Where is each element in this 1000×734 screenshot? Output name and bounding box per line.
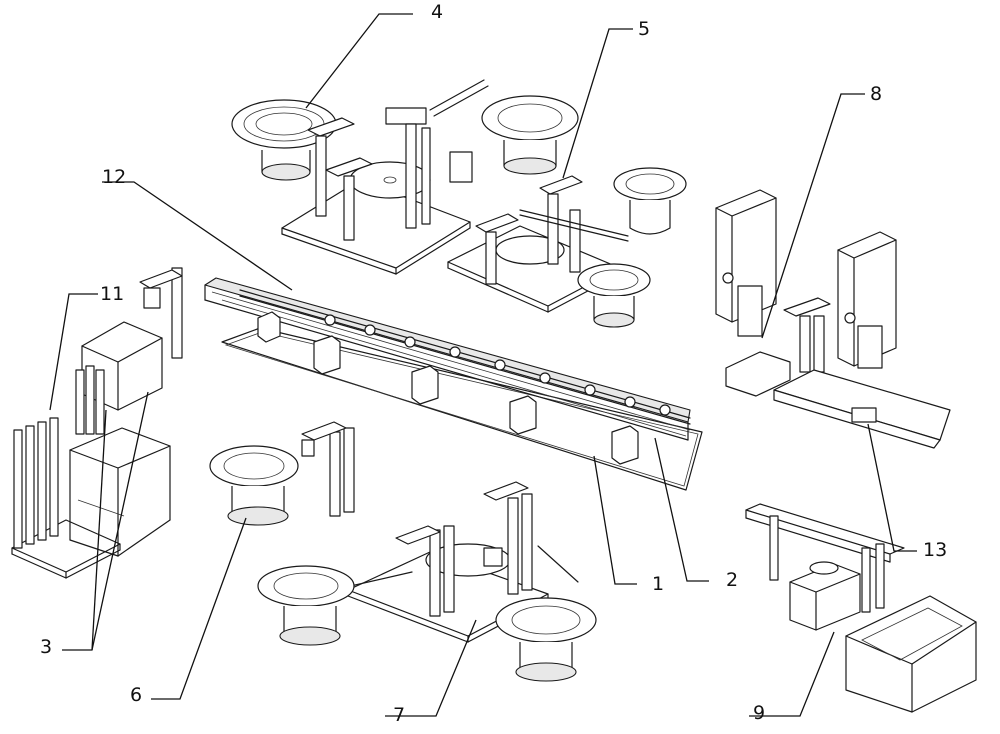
leader-13 bbox=[867, 423, 917, 552]
leader-lines bbox=[49, 13, 917, 717]
station-4-assembly bbox=[231, 79, 579, 275]
callout-6: 6 bbox=[130, 684, 143, 706]
leader-8 bbox=[761, 93, 865, 339]
station-5-assembly bbox=[447, 167, 687, 328]
station-6-assembly bbox=[209, 421, 355, 526]
callout-2: 2 bbox=[726, 569, 739, 591]
conveyor-line-assembly bbox=[204, 277, 703, 491]
callout-12: 12 bbox=[102, 166, 127, 188]
callout-5: 5 bbox=[638, 18, 651, 40]
station-7-assembly bbox=[257, 481, 597, 682]
leader-3-b bbox=[91, 409, 107, 651]
leader-6 bbox=[151, 517, 247, 700]
leader-2 bbox=[654, 437, 709, 582]
callout-8: 8 bbox=[870, 83, 883, 105]
callout-9: 9 bbox=[753, 702, 766, 724]
leader-5 bbox=[562, 28, 633, 179]
station-9-assembly bbox=[745, 503, 977, 713]
leader-9 bbox=[749, 631, 835, 717]
station-11-assembly bbox=[11, 267, 183, 579]
callout-4: 4 bbox=[431, 1, 444, 23]
conveyor-fixtures bbox=[324, 314, 671, 416]
callout-3: 3 bbox=[40, 636, 53, 658]
leader-11 bbox=[49, 293, 98, 411]
callout-11: 11 bbox=[100, 283, 125, 305]
station-8-assembly bbox=[715, 189, 951, 449]
conveyor-supports bbox=[257, 311, 639, 465]
leader-4 bbox=[305, 13, 413, 109]
leader-1 bbox=[593, 455, 637, 585]
callout-13: 13 bbox=[923, 539, 948, 561]
leader-7 bbox=[385, 619, 477, 717]
callout-7: 7 bbox=[393, 704, 406, 726]
leader-12 bbox=[102, 181, 293, 291]
callout-1: 1 bbox=[652, 573, 665, 595]
